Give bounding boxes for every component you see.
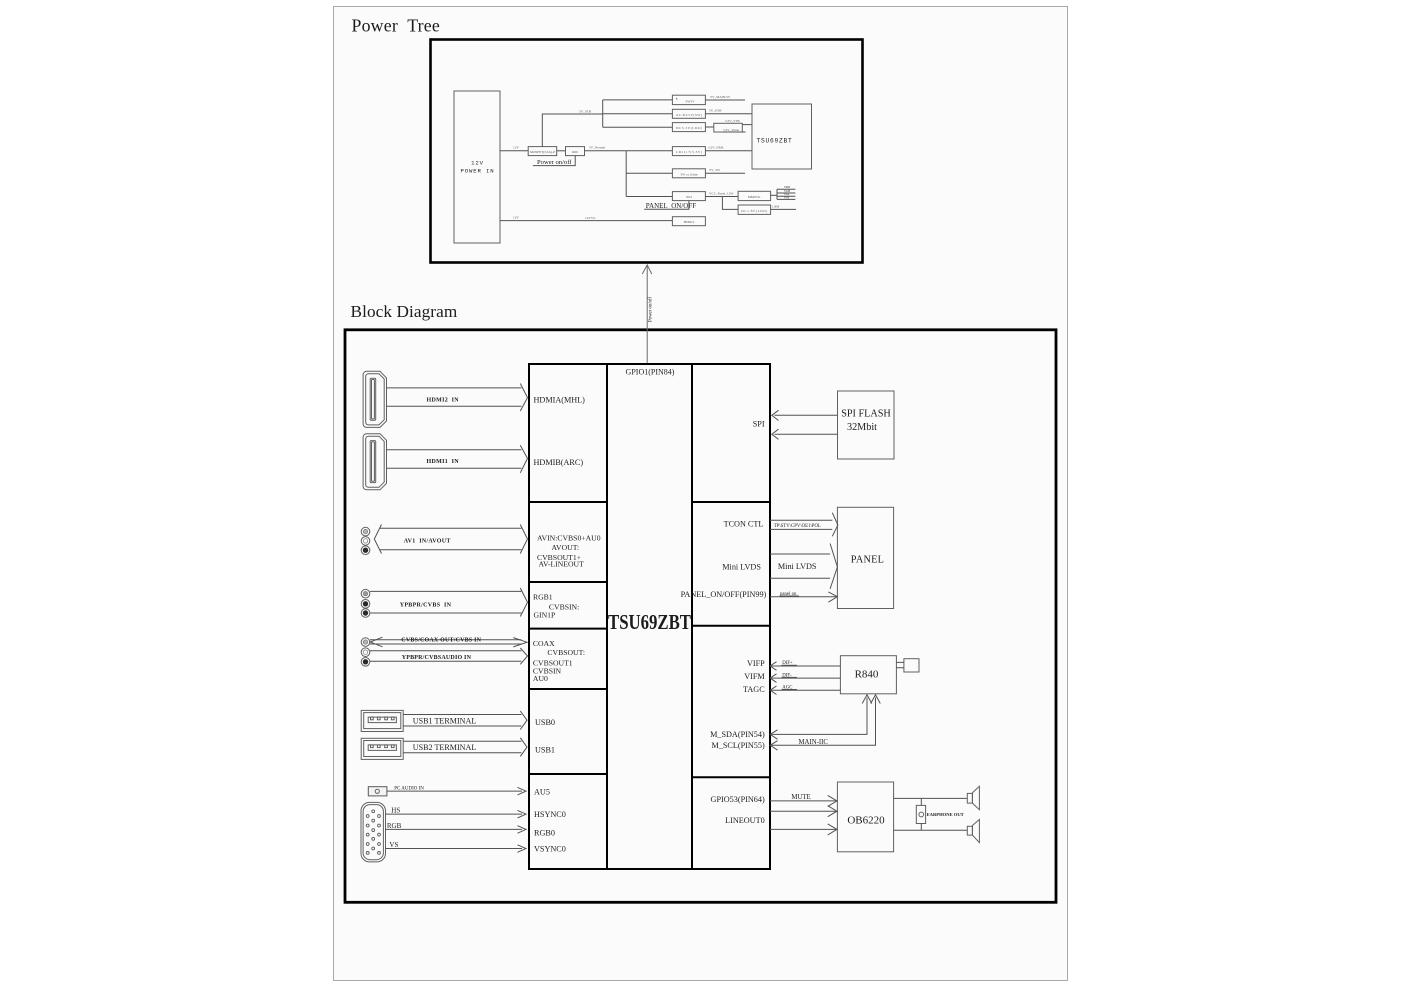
svg-text:AV1 IN/AVOUT: AV1 IN/AVOUT xyxy=(404,538,451,544)
svg-text:PANEL: PANEL xyxy=(851,555,884,566)
svg-text:CVBSOUT:: CVBSOUT: xyxy=(547,648,585,657)
svg-text:TAGC: TAGC xyxy=(743,685,765,694)
svg-text:VGH: VGH xyxy=(784,190,790,193)
svg-text:3.3V_NML: 3.3V_NML xyxy=(708,146,724,150)
svg-text:SPI FLASH: SPI FLASH xyxy=(841,409,891,420)
svg-text:M_SCL(PIN55): M_SCL(PIN55) xyxy=(711,741,764,750)
svg-text:DIF+: DIF+ xyxy=(782,661,793,666)
svg-text:HDMI2 IN: HDMI2 IN xyxy=(427,397,460,403)
svg-text:YPBPR/CVBSAUDIO IN: YPBPR/CVBSAUDIO IN xyxy=(402,655,472,661)
svg-text:HDMI1 IN: HDMI1 IN xyxy=(427,459,460,465)
svg-text:OB6220: OB6220 xyxy=(847,814,885,826)
svg-text:USB1 TERMINAL: USB1 TERMINAL xyxy=(413,716,477,725)
svg-text:AU0: AU0 xyxy=(533,674,548,683)
svg-text:CVBSIN: CVBSIN xyxy=(533,666,562,675)
svg-text:TV_5W: TV_5W xyxy=(709,168,721,172)
svg-text:VSYNC0: VSYNC0 xyxy=(534,845,566,854)
svg-text:12V: 12V xyxy=(513,146,519,150)
svg-text:LD1117(3.3V): LD1117(3.3V) xyxy=(676,150,702,154)
svg-text:GPIO1(PIN84): GPIO1(PIN84) xyxy=(626,368,675,377)
svg-text:POWER IN: POWER IN xyxy=(460,168,494,175)
svg-text:1.8M: 1.8M xyxy=(772,204,779,208)
svg-text:Mini LVDS: Mini LVDS xyxy=(722,562,761,571)
svg-text:12V: 12V xyxy=(513,215,519,219)
svg-text:GPIO53(PIN64): GPIO53(PIN64) xyxy=(711,795,765,804)
svg-text:P04: P04 xyxy=(686,195,692,199)
svg-text:SPI: SPI xyxy=(753,419,765,428)
svg-text:5V_USB: 5V_USB xyxy=(709,109,722,113)
svg-text:VSS: VSS xyxy=(784,196,790,199)
svg-text:panel on: panel on xyxy=(780,592,797,597)
svg-text:AGC: AGC xyxy=(782,685,792,690)
svg-text:TP\STV\CPV\OE1\POL: TP\STV\CPV\OE1\POL xyxy=(774,524,821,529)
svg-text:USB2 TERMINAL: USB2 TERMINAL xyxy=(413,743,477,752)
svg-text:RGB1: RGB1 xyxy=(533,593,553,602)
svg-text:DIF-: DIF- xyxy=(782,673,792,678)
svg-text:MUTE: MUTE xyxy=(791,794,810,801)
svg-text:SW5V: SW5V xyxy=(685,100,695,104)
svg-text:MM9741: MM9741 xyxy=(748,195,761,199)
svg-text:VIFP: VIFP xyxy=(747,659,765,668)
svg-text:TV_MAIN/5V: TV_MAIN/5V xyxy=(710,95,731,99)
svg-text:3.3V_STB: 3.3V_STB xyxy=(725,119,740,123)
svg-text:RGB: RGB xyxy=(387,822,402,830)
svg-text:12V5%: 12V5% xyxy=(585,216,596,220)
svg-text:AVOUT:: AVOUT: xyxy=(552,543,580,552)
svg-text:COAX: COAX xyxy=(533,639,555,648)
svg-text:HDD12: HDD12 xyxy=(684,220,695,224)
svg-text:YPBPR/CVBS IN: YPBPR/CVBS IN xyxy=(400,602,452,608)
svg-text:VIFM: VIFM xyxy=(744,672,765,681)
svg-text:Power Tree: Power Tree xyxy=(352,16,440,36)
svg-text:VDD: VDD xyxy=(784,186,790,189)
svg-text:M_SDA(PIN54): M_SDA(PIN54) xyxy=(710,730,765,739)
svg-text:12V: 12V xyxy=(471,159,484,166)
svg-text:TSU69ZBT: TSU69ZBT xyxy=(608,610,692,634)
svg-text:AV-LINEOUT: AV-LINEOUT xyxy=(539,560,585,569)
svg-text:AC/DC5V(SW): AC/DC5V(SW) xyxy=(676,113,702,117)
svg-text:TCON CTL: TCON CTL xyxy=(724,519,764,528)
svg-text:VCC_Panel_12W: VCC_Panel_12W xyxy=(709,191,734,195)
svg-text:R66: R66 xyxy=(572,150,578,154)
svg-text:CVBSOUT1+: CVBSOUT1+ xyxy=(537,553,581,562)
svg-text:Block Diagram: Block Diagram xyxy=(351,302,458,321)
svg-text:¶: ¶ xyxy=(676,97,678,101)
svg-text:AVIN:CVBS0+AU0: AVIN:CVBS0+AU0 xyxy=(537,533,601,542)
svg-text:LINEOUT0: LINEOUT0 xyxy=(725,816,765,825)
svg-text:USB0: USB0 xyxy=(535,718,555,727)
svg-text:R840: R840 xyxy=(855,668,879,680)
svg-text:HDMIB(ARC): HDMIB(ARC) xyxy=(534,458,584,467)
svg-text:DC1.8V(LDO): DC1.8V(LDO) xyxy=(741,209,767,213)
svg-text:RGB0: RGB0 xyxy=(534,828,555,837)
svg-text:GIN1P: GIN1P xyxy=(534,611,556,620)
svg-text:PC AUDIO IN: PC AUDIO IN xyxy=(394,787,424,792)
svg-text:HDMIA(MHL): HDMIA(MHL) xyxy=(534,396,586,405)
svg-text:MOSFET(3.0A)-P: MOSFET(3.0A)-P xyxy=(530,150,555,154)
svg-text:HSYNC0: HSYNC0 xyxy=(534,810,566,819)
svg-text:32Mbit: 32Mbit xyxy=(847,422,877,433)
svg-text:5V_Normal: 5V_Normal xyxy=(589,146,605,150)
svg-text:DC3.3V(LDO): DC3.3V(LDO) xyxy=(676,126,702,130)
svg-text:Mini LVDS: Mini LVDS xyxy=(778,562,817,571)
svg-text:CVBSOUT1: CVBSOUT1 xyxy=(533,658,573,667)
svg-text:Power on/off: Power on/off xyxy=(649,297,654,322)
svg-text:USB1: USB1 xyxy=(535,746,555,755)
svg-text:AU5: AU5 xyxy=(534,787,550,796)
svg-text:CVBSIN:: CVBSIN: xyxy=(549,603,579,612)
svg-text:Power on/off: Power on/off xyxy=(537,159,572,166)
svg-text:VGL: VGL xyxy=(784,193,790,196)
svg-text:PANEL ON/OFF: PANEL ON/OFF xyxy=(646,202,696,210)
svg-text:TSU69ZBT: TSU69ZBT xyxy=(756,138,792,145)
svg-text:5V_STB: 5V_STB xyxy=(579,109,592,113)
svg-text:HS: HS xyxy=(391,806,400,814)
svg-text:MAIN-IIC: MAIN-IIC xyxy=(799,739,829,746)
svg-text:VS: VS xyxy=(389,841,398,849)
svg-text:CVBS/COAX OUT/CVBS IN: CVBS/COAX OUT/CVBS IN xyxy=(401,637,481,643)
svg-text:PANEL_ON/OFF(PIN99): PANEL_ON/OFF(PIN99) xyxy=(681,590,767,599)
svg-text:EARPHONE OUT: EARPHONE OUT xyxy=(927,812,964,817)
svg-text:5W or 2ohm: 5W or 2ohm xyxy=(680,172,697,176)
svg-text:3.3V_Tuner: 3.3V_Tuner xyxy=(723,128,740,132)
